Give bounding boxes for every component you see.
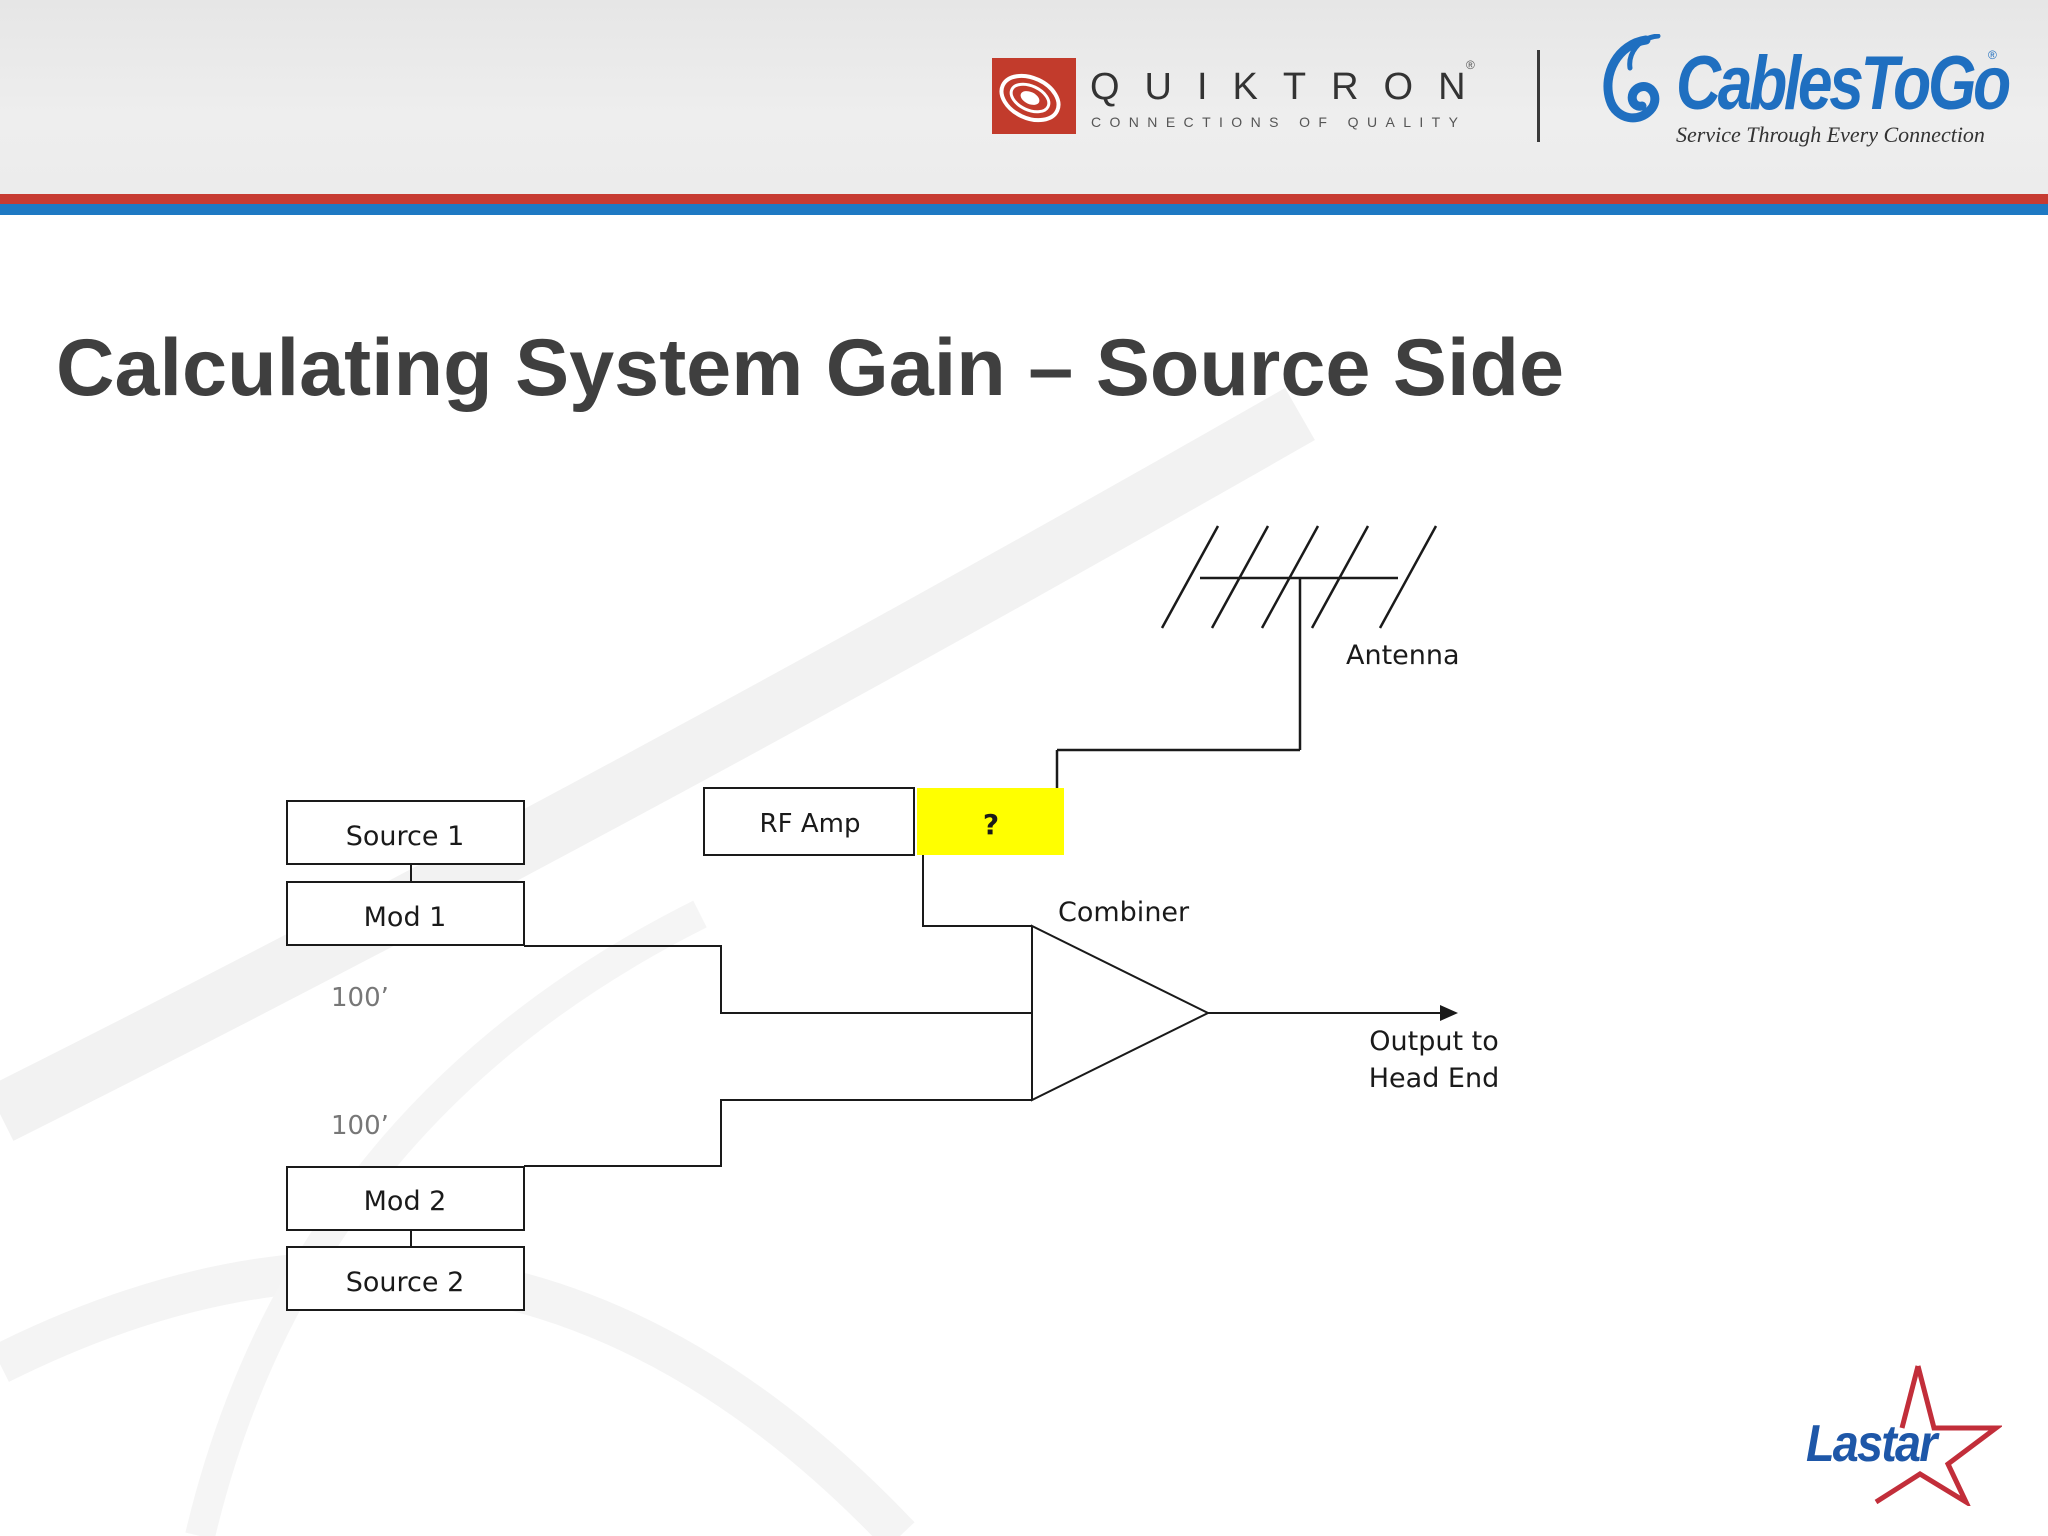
cable2-length-label: 100’ bbox=[331, 1111, 389, 1141]
quiktron-logo-icon bbox=[992, 58, 1076, 134]
antenna-label: Antenna bbox=[1346, 640, 1460, 671]
source1-box bbox=[286, 800, 525, 865]
cable1-length-label: 100’ bbox=[331, 983, 389, 1013]
output-label-line1: Output to bbox=[1369, 1026, 1498, 1057]
rf-amp-box bbox=[703, 787, 915, 856]
lastar-wordmark: Lastar bbox=[1806, 1415, 1937, 1473]
mod1-label: Mod 1 bbox=[364, 902, 447, 933]
antenna-icon bbox=[1055, 525, 1438, 788]
mod2-label: Mod 2 bbox=[364, 1186, 447, 1217]
source1-label: Source 1 bbox=[346, 821, 465, 852]
quiktron-registered-mark: ® bbox=[1466, 58, 1475, 72]
unknown-gain-box bbox=[917, 788, 1064, 855]
source2-box bbox=[286, 1246, 525, 1311]
quiktron-tagline: CONNECTIONS OF QUALITY bbox=[1091, 114, 1467, 130]
cablestogo-tagline: Service Through Every Connection bbox=[1676, 122, 1985, 147]
header-logo-divider bbox=[1537, 50, 1540, 142]
quiktron-wordmark: QUIKTRON bbox=[1090, 66, 1491, 108]
header-stripe-red bbox=[0, 194, 2048, 204]
cablestogo-swirl-icon bbox=[1603, 34, 1661, 123]
combiner-label: Combiner bbox=[1058, 897, 1190, 928]
mod2-box bbox=[286, 1166, 525, 1231]
rf-amp-label: RF Amp bbox=[760, 809, 861, 839]
rf-amp-cable bbox=[922, 855, 1032, 927]
cablestogo-registered-mark: ® bbox=[1988, 48, 1997, 62]
lastar-star-icon bbox=[1874, 1365, 2002, 1506]
mod1-box bbox=[286, 881, 525, 946]
cablestogo-wordmark: CablesToGo bbox=[1676, 41, 2011, 126]
unknown-gain-label: ? bbox=[983, 808, 999, 841]
source2-label: Source 2 bbox=[346, 1267, 465, 1298]
output-arrowhead bbox=[1440, 1005, 1458, 1021]
output-label-line2: Head End bbox=[1369, 1063, 1500, 1094]
page-title: Calculating System Gain – Source Side bbox=[56, 323, 1564, 413]
mod1-cable bbox=[524, 945, 1032, 1014]
mod2-cable bbox=[524, 1099, 1032, 1167]
combiner-triangle bbox=[1031, 924, 1211, 1102]
header-stripe-blue bbox=[0, 204, 2048, 215]
